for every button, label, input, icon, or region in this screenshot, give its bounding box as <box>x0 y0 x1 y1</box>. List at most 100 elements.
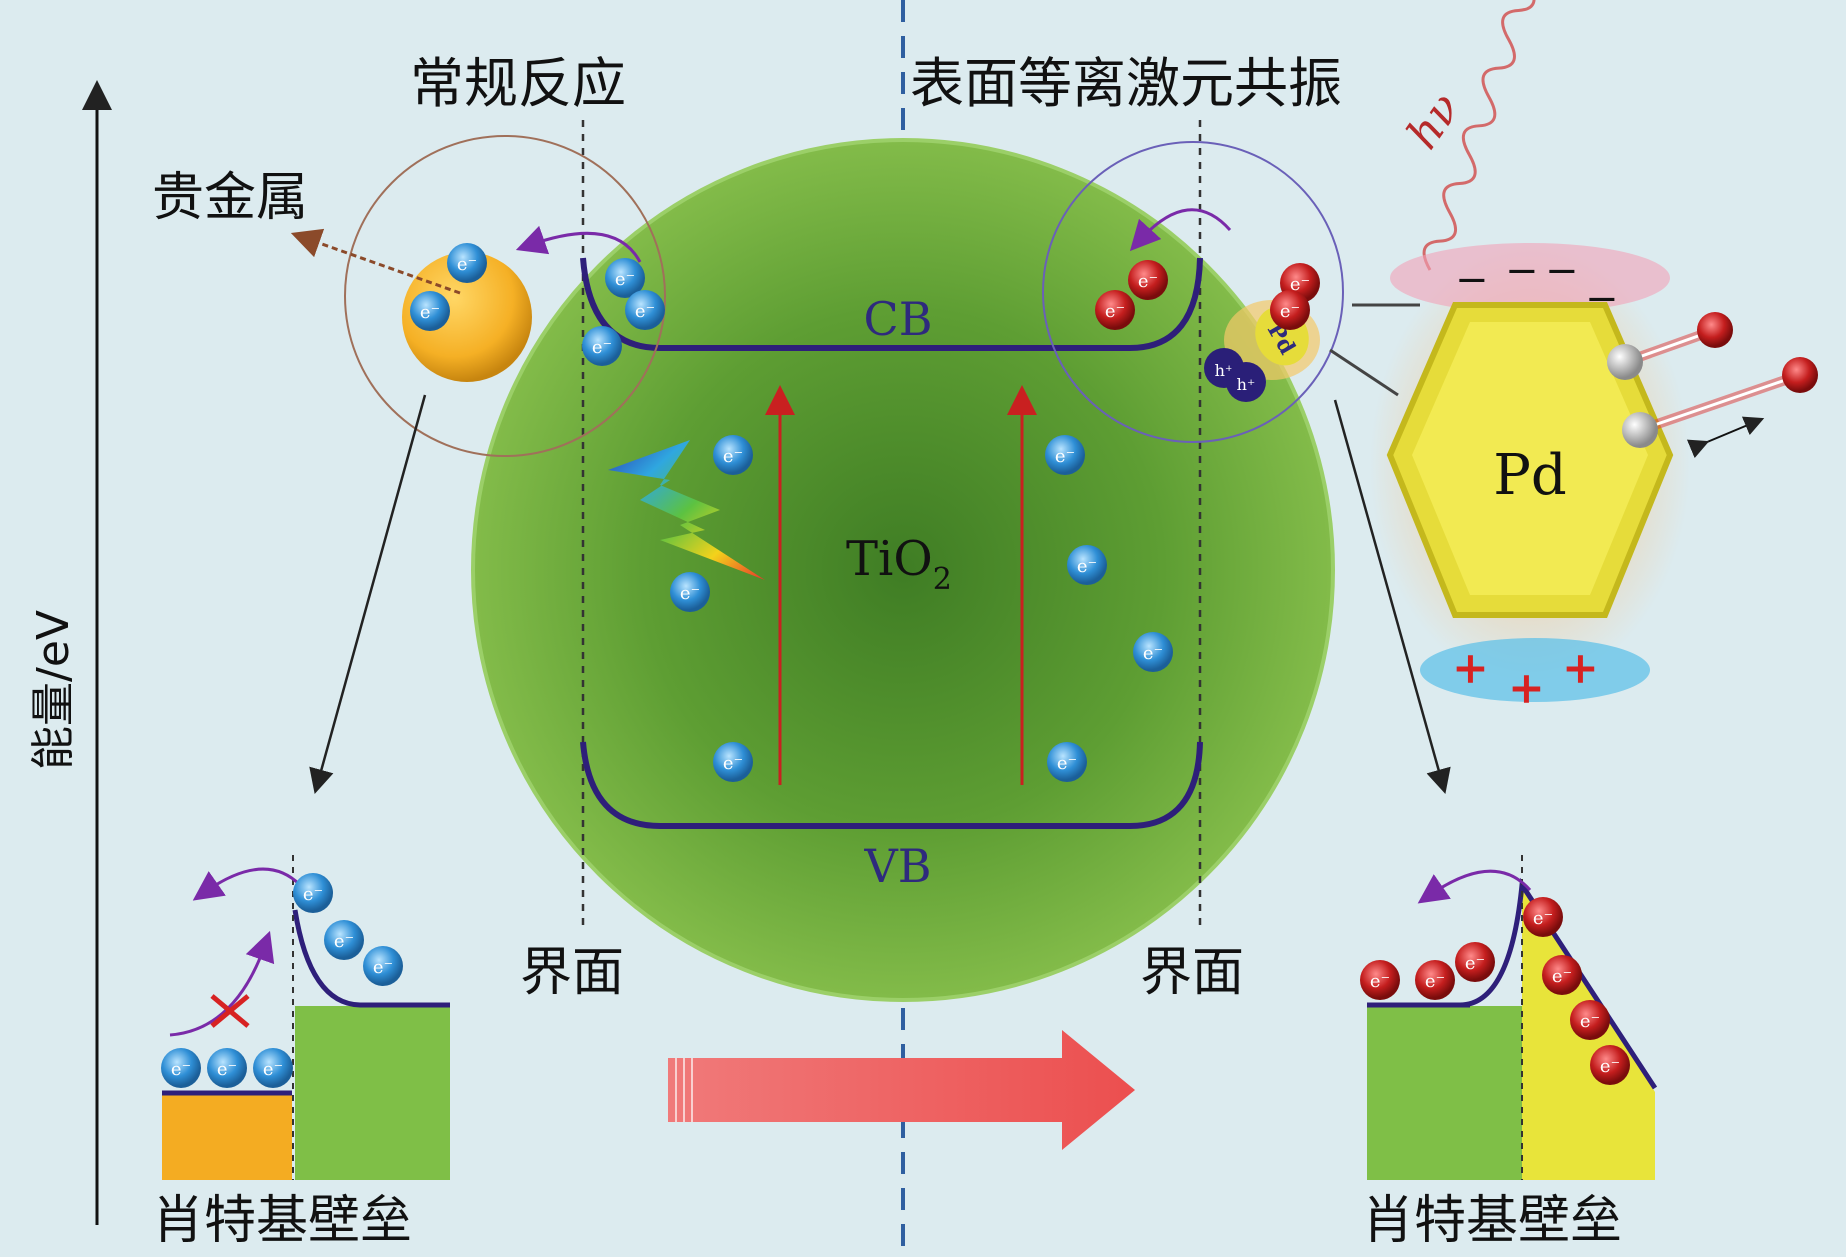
tio2-label-subscript: 2 <box>933 562 952 597</box>
pd-connector-bottom <box>1329 348 1399 397</box>
positive-charges: + + + <box>1452 643 1599 714</box>
red-electron-label: e⁻ <box>1280 301 1300 322</box>
blue-electron-icon <box>713 742 753 782</box>
red-electron-icon <box>1542 955 1582 995</box>
red-electron-icon <box>1570 1000 1610 1040</box>
blue-electron-icon <box>1045 435 1085 475</box>
neg-charge-3: − <box>1545 248 1579 294</box>
red-electron-label: e⁻ <box>1533 908 1553 929</box>
cb-label: CB <box>864 292 933 346</box>
pd-hexagon-face <box>1412 322 1648 595</box>
negative-charge-region <box>1390 243 1670 313</box>
blue-electron-label: e⁻ <box>420 302 440 323</box>
conventional-reaction-title: 常规反应 <box>410 52 626 115</box>
band-bending-left <box>292 909 450 1008</box>
semiconductor-block-left <box>295 1006 450 1180</box>
negative-charges: − − − − <box>1455 248 1619 322</box>
red-electron-label: e⁻ <box>1290 274 1310 295</box>
spr-title: 表面等离激元共振 <box>910 52 1342 115</box>
red-electron-label: e⁻ <box>1105 301 1125 322</box>
light-wave-icon <box>1422 0 1575 271</box>
pos-charge-2: + <box>1508 663 1545 714</box>
left-zoom-circle <box>344 135 666 457</box>
blue-electron-icon <box>447 243 487 283</box>
blue-electron-label: e⁻ <box>263 1059 283 1080</box>
positive-charge-region <box>1420 638 1650 702</box>
red-electron-icon <box>1095 290 1135 330</box>
adsorbed-molecules <box>1607 312 1818 448</box>
blue-electron-label: e⁻ <box>1143 643 1163 664</box>
blue-electron-icon <box>207 1048 247 1088</box>
red-electron-icon <box>1590 1045 1630 1085</box>
transition-arrow-stripes <box>675 1058 693 1122</box>
red-electron-icon <box>1455 942 1495 982</box>
blue-electron-label: e⁻ <box>1057 753 1077 774</box>
conduction-band <box>580 257 1203 351</box>
blue-electron-icon <box>713 435 753 475</box>
blocked-mark-icon <box>210 994 250 1028</box>
blue-electron-label: e⁻ <box>457 254 477 275</box>
red-electron-label: e⁻ <box>1370 971 1390 992</box>
zoom-arrow-right <box>1333 399 1451 795</box>
light-bolt-icon <box>608 440 765 580</box>
pd-large-label: Pd <box>1493 443 1567 508</box>
blue-electron-label: e⁻ <box>373 957 393 978</box>
neg-charge-1: − <box>1455 257 1489 303</box>
y-axis-label: 能量/eV <box>28 610 79 770</box>
neg-charge-2: − <box>1505 248 1539 294</box>
red-electron-label: e⁻ <box>1552 966 1572 987</box>
schottky-label-left: 肖特基壁垒 <box>152 1191 412 1251</box>
vb-label: VB <box>863 839 931 893</box>
blue-electron-icon <box>1047 742 1087 782</box>
blue-electron-icon <box>161 1048 201 1088</box>
red-electron-icon <box>1415 960 1455 1000</box>
electron-return-arrow <box>192 867 302 901</box>
noble-metal-particle <box>402 252 532 382</box>
neg-charge-4: − <box>1585 276 1619 322</box>
noble-metal-label: 贵金属 <box>152 168 308 228</box>
blue-electron-icon <box>324 920 364 960</box>
interface-label-right: 界面 <box>1140 943 1244 1003</box>
blue-electron-icon <box>605 258 645 298</box>
blue-electron-label: e⁻ <box>217 1059 237 1080</box>
blue-electron-icon <box>363 946 403 986</box>
tio2-label: TiO2 <box>846 531 952 597</box>
pos-charge-1: + <box>1452 643 1489 694</box>
holes: h⁺ h⁺ <box>1204 348 1266 402</box>
red-electron-icon <box>1523 897 1563 937</box>
metal-block-left <box>162 1095 292 1180</box>
zoom-arrow-left <box>309 394 427 795</box>
red-electron-label: e⁻ <box>1600 1056 1620 1077</box>
blue-electron-label: e⁻ <box>303 884 323 905</box>
blue-electron-icon <box>293 873 333 913</box>
transfer-arrow-left <box>515 225 642 263</box>
blue-electron-label: e⁻ <box>592 337 612 358</box>
blue-electron-icon <box>670 572 710 612</box>
blue-electron-icon <box>1067 545 1107 585</box>
blue-electron-icon <box>253 1048 293 1088</box>
transition-arrow <box>668 1030 1135 1150</box>
electrons: e⁻ e⁻ e⁻ e⁻ e⁻ e⁻ e⁻ e⁻ e⁻ e⁻ e⁻ e⁻ e⁻ e⁻ e⁻ e⁻ e⁻ e⁻ e⁻ e⁻… <box>161 243 1630 1088</box>
valence-band <box>580 741 1203 829</box>
blue-electron-label: e⁻ <box>615 269 635 290</box>
red-electron-icon <box>1360 960 1400 1000</box>
right-zoom-circle <box>1042 141 1344 443</box>
semiconductor-block-right <box>1367 1006 1522 1180</box>
pos-charge-3: + <box>1562 643 1599 694</box>
blue-electron-label: e⁻ <box>334 931 354 952</box>
red-electron-label: e⁻ <box>1580 1011 1600 1032</box>
schottky-label-right: 肖特基壁垒 <box>1362 1191 1622 1251</box>
transfer-arrow-right <box>1129 208 1232 252</box>
blue-electron-icon <box>625 290 665 330</box>
blue-electron-icon <box>582 326 622 366</box>
red-electron-label: e⁻ <box>1138 271 1158 292</box>
blue-electron-icon <box>1133 632 1173 672</box>
blue-electron-label: e⁻ <box>723 446 743 467</box>
blue-electron-icon <box>410 291 450 331</box>
noble-metal-pointer <box>290 228 461 295</box>
blue-electron-label: e⁻ <box>1055 446 1075 467</box>
blue-electron-label: e⁻ <box>723 753 743 774</box>
hot-electron-arrow <box>1417 869 1532 904</box>
